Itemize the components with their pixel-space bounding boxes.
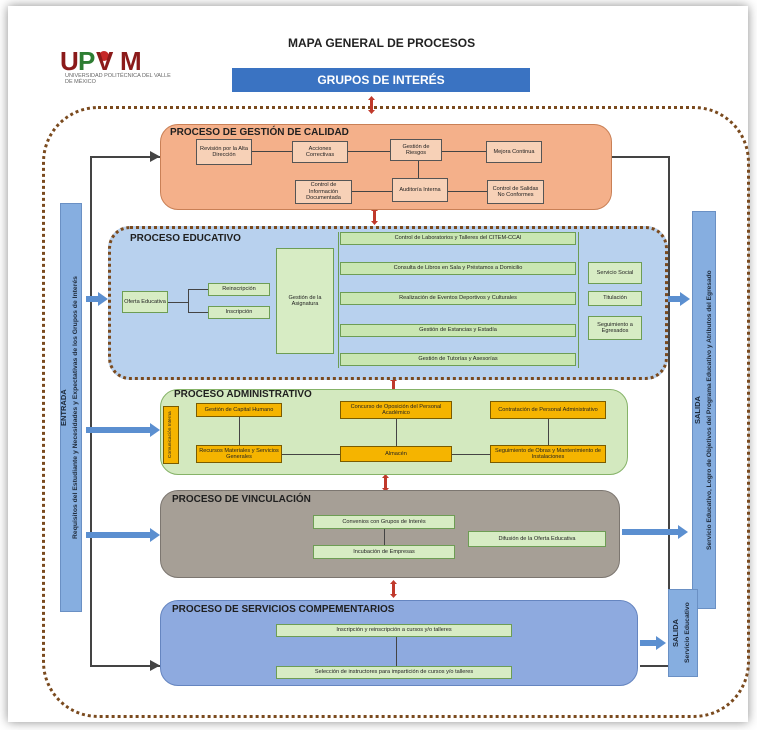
blue-arrow-entrada-educativo	[86, 292, 108, 306]
connector-from-servicios	[640, 665, 669, 667]
comunicacion-box: Comunicación Interna	[163, 406, 179, 464]
capital-humano-box: Gestión de Capital Humano	[196, 403, 282, 417]
svg-text:P: P	[78, 46, 95, 76]
inscripcion-box: Inscripción	[208, 306, 270, 319]
calidad-title: PROCESO DE GESTIÓN DE CALIDAD	[170, 127, 349, 138]
riesgos-box: Gestión de Riesgos	[390, 139, 442, 161]
admin-link-center	[396, 419, 397, 446]
edu-center-2: Consulta de Libros en Sala y Préstamos a…	[340, 262, 576, 275]
logo-caption: UNIVERSIDAD POLITÉCNICA DEL VALLE DE MÉX…	[65, 73, 171, 85]
educativo-title: PROCESO EDUCATIVO	[130, 233, 241, 244]
servicios-inscripcion-box: Inscripción y reinscripción a cursos y/o…	[276, 624, 512, 637]
connector-from-calidad	[612, 156, 669, 158]
edu-center-bracket-right	[578, 232, 579, 368]
admin-link-bottom-left	[282, 454, 340, 455]
salida-label: SALIDA	[693, 396, 702, 424]
edu-center-bracket-left	[338, 232, 339, 368]
admin-link-left	[239, 417, 240, 445]
servicios-link	[396, 637, 397, 666]
oferta-link	[168, 302, 188, 303]
svg-text:V: V	[96, 46, 114, 76]
calidad-link-3	[442, 151, 486, 152]
red-arrow-administrativo-vinculacion	[382, 474, 389, 492]
blue-arrow-educativo-salida	[668, 292, 690, 306]
vinculacion-title: PROCESO DE VINCULACIÓN	[172, 494, 311, 505]
salida2-text: Servicio Educativo	[684, 602, 691, 664]
salida-text: Servicio Educativo, Logro de Objetivos d…	[706, 270, 713, 550]
edu-center-1: Control de Laboratorios y Talleres del C…	[340, 232, 576, 245]
arrow-head-servicios	[150, 660, 160, 671]
calidad-link-1	[252, 151, 292, 152]
svg-text:U: U	[60, 46, 79, 76]
vinc-link	[384, 529, 385, 545]
entrada-panel	[60, 203, 82, 612]
servicio-social-box: Servicio Social	[588, 262, 642, 284]
asignatura-box: Gestión de la Asignatura	[276, 248, 334, 354]
administrativo-title: PROCESO ADMINISTRATIVO	[174, 389, 312, 400]
obras-box: Seguimiento de Obras y Mantenimiento de …	[490, 445, 606, 463]
convenios-box: Convenios con Grupos de Interés	[313, 515, 455, 529]
arrow-head-calidad	[150, 151, 160, 162]
calidad-link-4	[352, 191, 392, 192]
red-arrow-groups-calidad	[368, 96, 375, 114]
blue-arrow-entrada-administrativo	[86, 423, 160, 437]
connector-to-calidad	[90, 156, 160, 158]
edu-center-4: Gestión de Estancias y Estadía	[340, 324, 576, 337]
concurso-box: Concurso de Oposición del Personal Acadé…	[340, 401, 452, 419]
edu-center-3: Realización de Eventos Deportivos y Cult…	[340, 292, 576, 305]
almacen-box: Almacén	[340, 446, 452, 462]
salida-connector-line	[668, 156, 670, 666]
control-salidas-box: Control de Salidas No Conformes	[487, 180, 544, 204]
calidad-link-6	[418, 161, 419, 178]
titulacion-box: Titulación	[588, 291, 642, 306]
admin-link-bottom-right	[452, 454, 490, 455]
servicios-title: PROCESO DE SERVICIOS COMPEMENTARIOS	[172, 604, 395, 615]
red-arrow-vinculacion-servicios	[390, 580, 397, 598]
blue-arrow-entrada-vinculacion	[86, 528, 160, 542]
acciones-box: Acciones Correctivas	[292, 141, 348, 163]
contratacion-box: Contratación de Personal Administrativo	[490, 401, 606, 419]
red-arrow-educativo-administrativo	[390, 377, 397, 395]
svg-text:M: M	[120, 46, 142, 76]
salida2-label: SALIDA	[671, 619, 680, 647]
admin-link-right	[548, 419, 549, 445]
oferta-split	[188, 289, 189, 313]
edu-center-5: Gestión de Tutorías y Asesorías	[340, 353, 576, 366]
difusion-box: Difusión de la Oferta Educativa	[468, 531, 606, 547]
seguimiento-box: Seguimiento a Egresados	[588, 316, 642, 340]
entrada-label: ENTRADA	[59, 389, 68, 426]
oferta-box: Oferta Educativa	[122, 291, 168, 313]
calidad-link-2	[348, 151, 390, 152]
outer-dotted-boundary	[42, 106, 750, 718]
mejora-box: Mejora Continua	[486, 141, 542, 163]
reins-link	[188, 289, 208, 290]
incubacion-box: Incubación de Empresas	[313, 545, 455, 559]
red-arrow-calidad-educativo	[371, 207, 378, 225]
calidad-link-5	[448, 191, 487, 192]
groups-of-interest-banner: GRUPOS DE INTERÉS	[232, 68, 530, 92]
salida2-panel	[668, 589, 698, 677]
reinscripcion-box: Reinscripción	[208, 283, 270, 296]
recursos-box: Recursos Materiales y Servicios Generale…	[196, 445, 282, 463]
revision-box: Revisión por la Alta Dirección	[196, 139, 252, 165]
entrada-connector-line	[90, 156, 92, 666]
salida-panel	[692, 211, 716, 609]
blue-arrow-servicios-salida	[640, 636, 666, 650]
connector-to-servicios	[90, 665, 160, 667]
insc-link	[188, 312, 208, 313]
control-info-box: Control de Información Documentada	[295, 180, 352, 204]
auditoria-box: Auditoría Interna	[392, 178, 448, 202]
blue-arrow-vinculacion-salida	[622, 525, 688, 539]
page-title: MAPA GENERAL DE PROCESOS	[288, 36, 476, 50]
entrada-text: Requisitos del Estudiante y Necesidades …	[72, 276, 79, 539]
servicios-seleccion-box: Selección de instructores para impartici…	[276, 666, 512, 679]
upvm-logo: U P V M	[60, 46, 142, 76]
